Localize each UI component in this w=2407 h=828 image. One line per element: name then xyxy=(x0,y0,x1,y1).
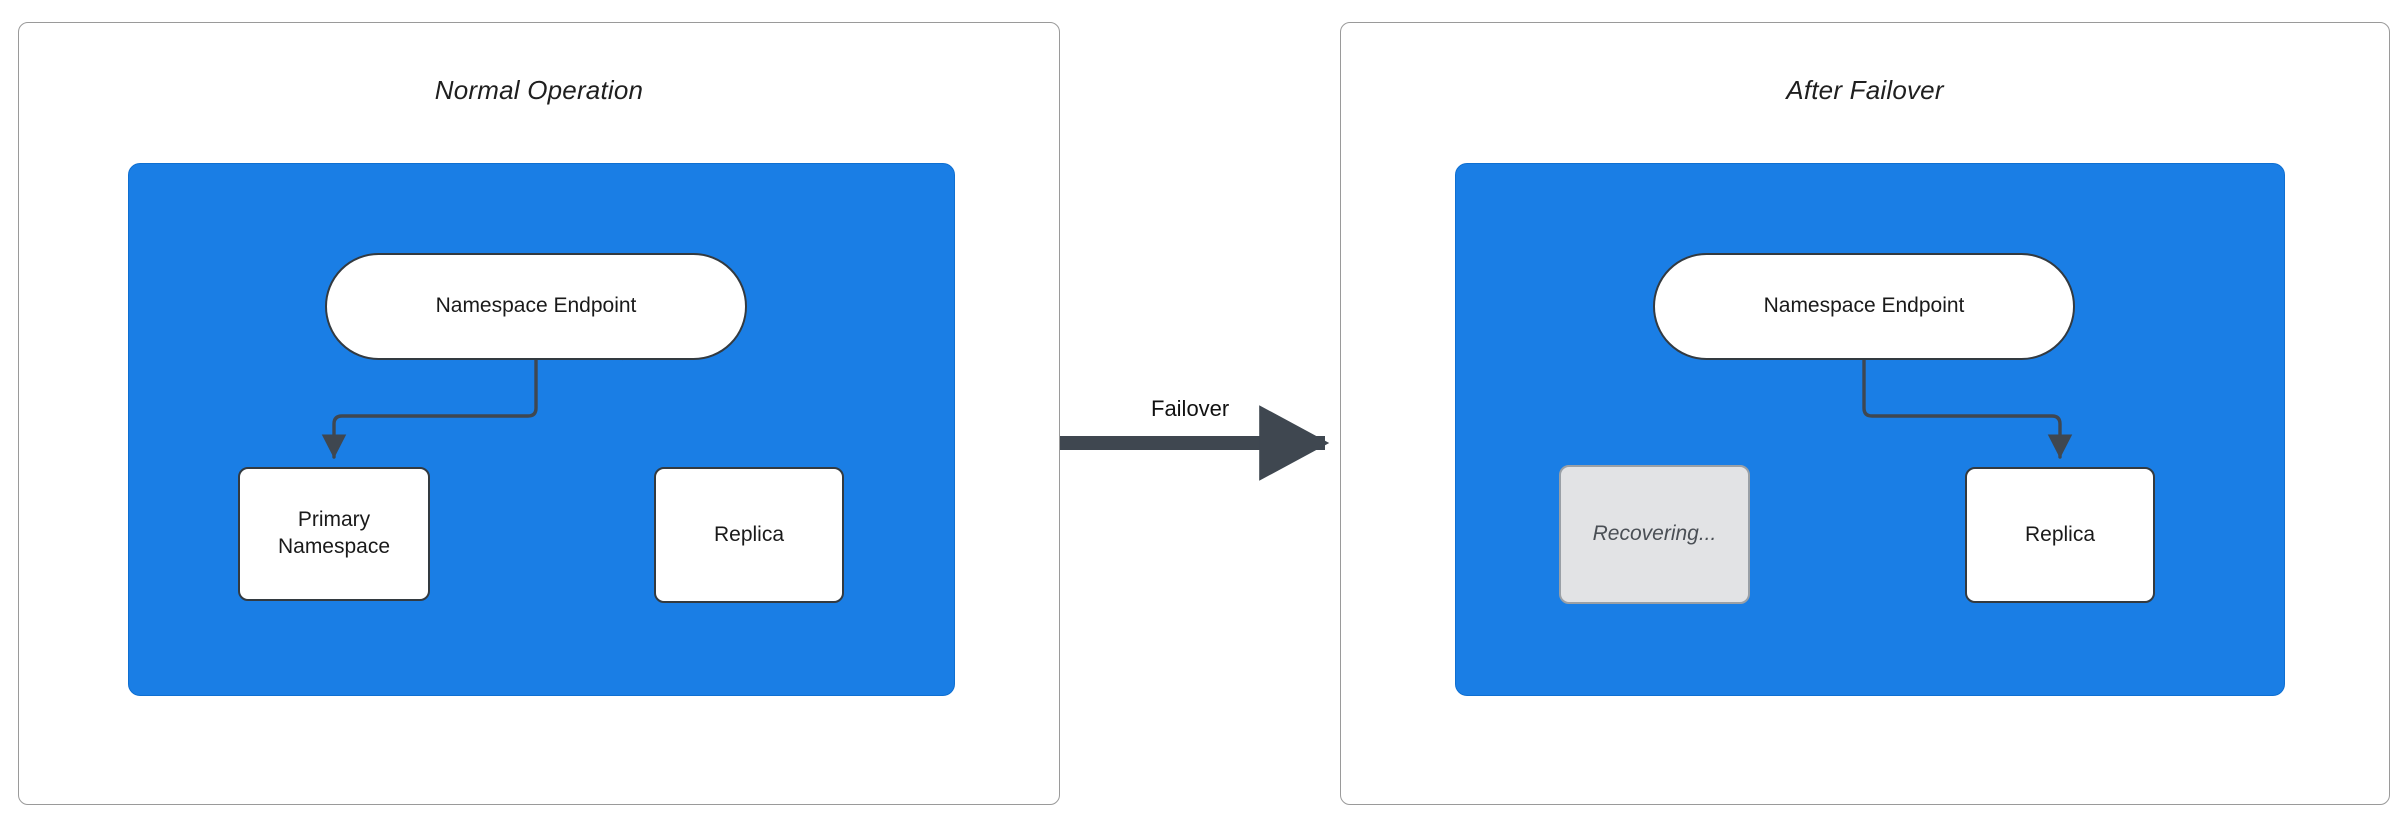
node-label-recovering: Recovering... xyxy=(1592,522,1717,546)
node-label-namespace-endpoint-failover: Namespace Endpoint xyxy=(1763,294,1965,318)
panel-title-after-failover: After Failover xyxy=(1786,75,1944,105)
node-recovering[interactable]: Recovering... xyxy=(1559,465,1750,604)
node-label-primary-namespace-line2: Namespace xyxy=(277,535,391,558)
node-primary-namespace[interactable]: Primary Namespace xyxy=(238,467,430,601)
node-label-replica-failover: Replica xyxy=(2024,522,2096,546)
node-namespace-endpoint-failover[interactable]: Namespace Endpoint xyxy=(1653,253,2075,360)
region-primary-zone-normal xyxy=(128,163,955,696)
node-replica-normal[interactable]: Replica xyxy=(654,467,844,603)
node-label-primary-namespace-line1: Primary xyxy=(297,508,371,532)
node-replica-failover[interactable]: Replica xyxy=(1965,467,2155,603)
node-label-namespace-endpoint-normal: Namespace Endpoint xyxy=(435,294,637,318)
transition-label-failover: Failover xyxy=(1151,396,1230,421)
panel-title-normal-operation: Normal Operation xyxy=(434,75,644,105)
edge-label-data-replication: Data Replication xyxy=(492,337,634,357)
region-primary-zone-failover xyxy=(1455,163,2285,696)
node-label-replica-normal: Replica xyxy=(713,522,785,546)
node-label-primary-namespace: Primary Namespace xyxy=(278,507,390,561)
